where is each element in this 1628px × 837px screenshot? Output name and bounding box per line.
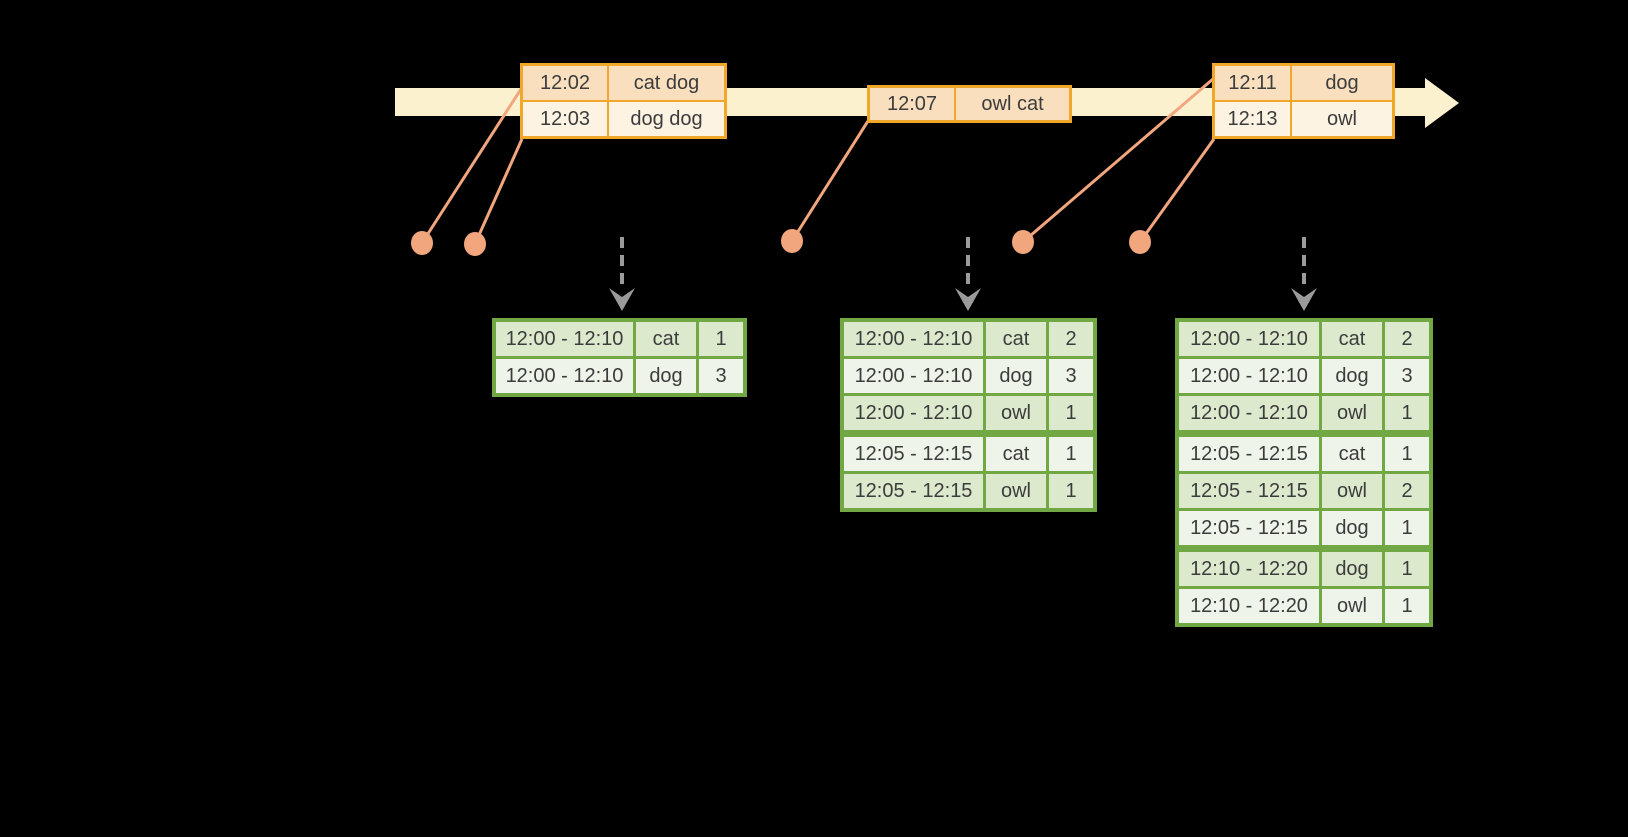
result-window-cell: 12:05 - 12:15 <box>844 437 983 471</box>
result-word-cell: dog <box>1322 552 1382 586</box>
result-window-cell: 12:10 - 12:20 <box>1179 552 1319 586</box>
event-connector-line <box>473 138 524 245</box>
result-count-cell: 1 <box>1385 437 1429 471</box>
result-count-cell: 3 <box>1049 359 1093 393</box>
event-dot <box>411 231 433 255</box>
result-window-cell: 12:00 - 12:10 <box>1179 322 1319 356</box>
result-count-cell: 1 <box>1049 396 1093 430</box>
result-word-cell: cat <box>1322 322 1382 356</box>
event-dot <box>1129 230 1151 254</box>
trigger-arrow <box>955 237 981 311</box>
event-words-cell: dog <box>1292 66 1392 100</box>
result-word-cell: dog <box>1322 511 1382 545</box>
event-time-cell: 12:07 <box>870 88 954 120</box>
event-words-cell: dog dog <box>609 102 724 136</box>
event-dot <box>1012 230 1034 254</box>
event-words-cell: owl <box>1292 102 1392 136</box>
arrow-chevron-icon <box>609 288 635 311</box>
result-window-cell: 12:00 - 12:10 <box>496 322 633 356</box>
event-connector-line <box>1138 138 1216 243</box>
result-word-cell: owl <box>986 474 1046 508</box>
event-dot <box>781 229 803 253</box>
result-window-cell: 12:00 - 12:10 <box>844 396 983 430</box>
result-window-cell: 12:00 - 12:10 <box>1179 359 1319 393</box>
result-window-cell: 12:00 - 12:10 <box>844 322 983 356</box>
timeline-arrowhead-icon <box>1425 78 1459 128</box>
result-count-cell: 2 <box>1049 322 1093 356</box>
trigger-arrow <box>1291 237 1317 311</box>
result-window-cell: 12:10 - 12:20 <box>1179 589 1319 623</box>
result-window-cell: 12:00 - 12:10 <box>844 359 983 393</box>
result-count-cell: 2 <box>1385 322 1429 356</box>
event-time-cell: 12:03 <box>523 102 607 136</box>
result-word-cell: dog <box>1322 359 1382 393</box>
event-connector-line <box>790 120 870 242</box>
event-time-cell: 12:11 <box>1215 66 1290 100</box>
result-count-cell: 1 <box>1049 474 1093 508</box>
trigger-arrows <box>609 237 1317 311</box>
trigger-arrow <box>609 237 635 311</box>
result-count-cell: 1 <box>1385 511 1429 545</box>
result-word-cell: cat <box>986 437 1046 471</box>
result-word-cell: dog <box>636 359 696 393</box>
result-count-cell: 1 <box>1049 437 1093 471</box>
result-count-cell: 3 <box>699 359 743 393</box>
result-window-cell: 12:05 - 12:15 <box>844 474 983 508</box>
event-dot <box>464 232 486 256</box>
arrow-chevron-icon <box>1291 288 1317 311</box>
result-window-cell: 12:00 - 12:10 <box>1179 396 1319 430</box>
event-words-cell: owl cat <box>956 88 1069 120</box>
event-time-cell: 12:13 <box>1215 102 1290 136</box>
result-word-cell: cat <box>986 322 1046 356</box>
result-word-cell: owl <box>1322 396 1382 430</box>
result-count-cell: 1 <box>1385 396 1429 430</box>
result-word-cell: owl <box>1322 474 1382 508</box>
result-window-cell: 12:05 - 12:15 <box>1179 474 1319 508</box>
result-word-cell: dog <box>986 359 1046 393</box>
event-time-cell: 12:02 <box>523 66 607 100</box>
result-count-cell: 1 <box>699 322 743 356</box>
result-window-cell: 12:05 - 12:15 <box>1179 511 1319 545</box>
result-count-cell: 1 <box>1385 552 1429 586</box>
result-count-cell: 1 <box>1385 589 1429 623</box>
arrow-chevron-icon <box>955 288 981 311</box>
result-word-cell: owl <box>986 396 1046 430</box>
event-words-cell: cat dog <box>609 66 724 100</box>
result-count-cell: 3 <box>1385 359 1429 393</box>
result-window-cell: 12:00 - 12:10 <box>496 359 633 393</box>
event-dots <box>411 229 1151 256</box>
result-window-cell: 12:05 - 12:15 <box>1179 437 1319 471</box>
result-count-cell: 2 <box>1385 474 1429 508</box>
result-word-cell: cat <box>1322 437 1382 471</box>
result-word-cell: cat <box>636 322 696 356</box>
result-word-cell: owl <box>1322 589 1382 623</box>
